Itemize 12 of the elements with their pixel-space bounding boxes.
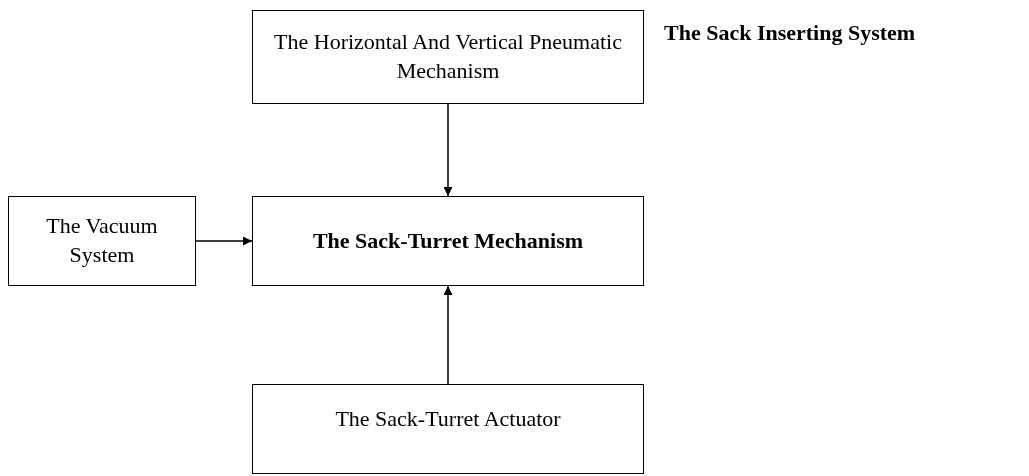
diagram-title: The Sack Inserting System (664, 20, 916, 46)
arrow (195, 236, 253, 246)
process-box (252, 10, 644, 104)
process-box (252, 196, 644, 286)
box-label: The Horizontal And Vertical Pneumatic Mechanism (273, 28, 623, 85)
arrow (443, 285, 453, 385)
box-label: The Sack-Turret Actuator (335, 405, 561, 433)
process-box (8, 196, 196, 286)
process-box (252, 384, 644, 474)
box-label: The Vacuum System (45, 212, 159, 269)
arrow (443, 103, 453, 197)
box-label: The Sack-Turret Mechanism (312, 226, 584, 255)
